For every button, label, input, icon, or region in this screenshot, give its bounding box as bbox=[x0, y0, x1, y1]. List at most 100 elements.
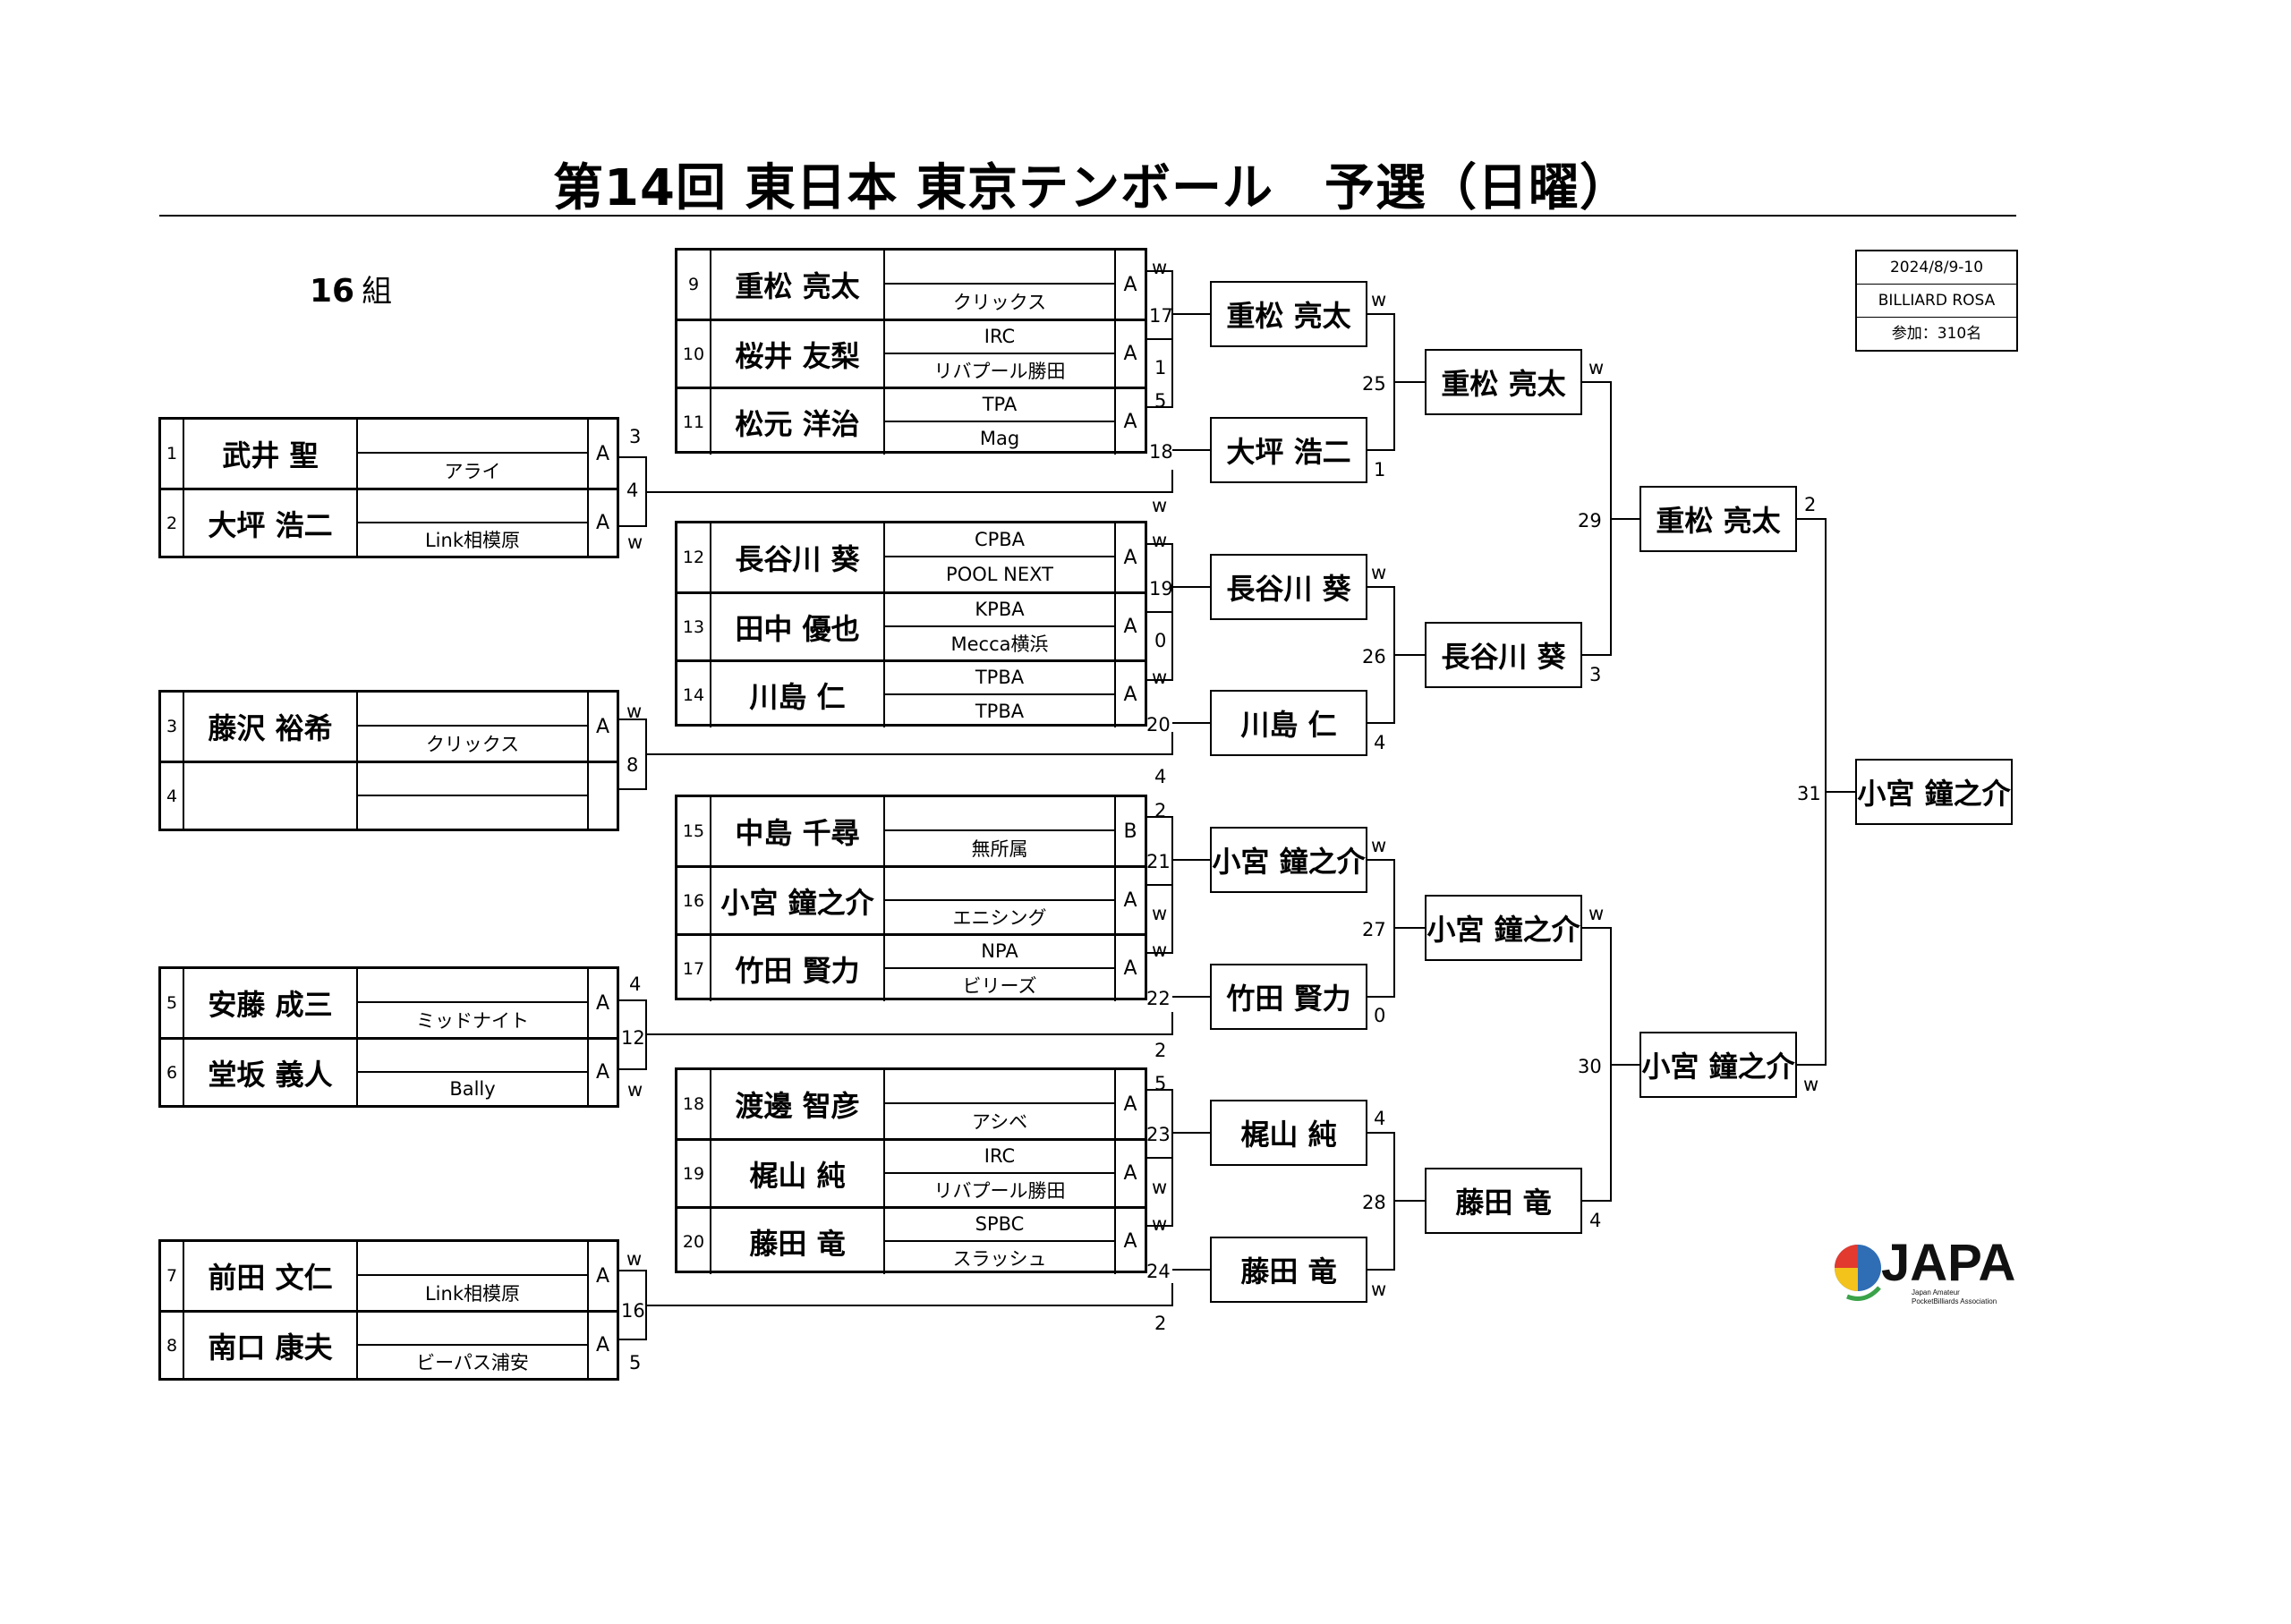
event-info-box: 2024/8/9-10 BILLIARD ROSA 参加：310名 bbox=[1855, 250, 2018, 352]
score: w bbox=[1152, 1213, 1168, 1235]
player-row: 18 渡邊 智彦 アシベ A bbox=[677, 1070, 1145, 1138]
score: w bbox=[1371, 562, 1387, 583]
page-title: 第14回 東日本 東京テンボール 予選（日曜） bbox=[553, 159, 1631, 217]
player-club: リバプール勝田 bbox=[933, 360, 1066, 382]
score: w bbox=[1803, 1074, 1819, 1095]
score: 2 bbox=[1154, 800, 1167, 821]
player-federation bbox=[358, 490, 587, 523]
japa-logo: JAPA Japan Amateur PocketBilliards Assoc… bbox=[1829, 1225, 2044, 1309]
player-federation: IRC bbox=[885, 321, 1114, 354]
score: 1 bbox=[1154, 357, 1167, 378]
player-class: A bbox=[1114, 936, 1145, 1001]
match-number: 17 bbox=[1149, 305, 1173, 327]
player-club: クリックス bbox=[952, 292, 1047, 313]
match-number: 23 bbox=[1146, 1124, 1171, 1145]
player-name: 小宮 鐘之介 bbox=[711, 868, 885, 933]
player-row: 3 藤沢 裕希 クリックス A bbox=[161, 693, 617, 761]
winner-box: 竹田 賢力 bbox=[1210, 964, 1367, 1030]
seed-number: 13 bbox=[677, 594, 711, 659]
match-table-12-14: 12 長谷川 葵 CPBA POOL NEXT A 13 田中 優也 KPBA … bbox=[675, 521, 1147, 727]
winner-box: 小宮 鐘之介 bbox=[1639, 1032, 1797, 1098]
player-club: TPBA bbox=[975, 700, 1025, 722]
seed-number: 6 bbox=[161, 1040, 184, 1105]
match-number: 4 bbox=[626, 480, 639, 501]
player-name: 川島 仁 bbox=[711, 662, 885, 727]
score: w bbox=[1152, 257, 1168, 278]
seed-number: 7 bbox=[161, 1242, 184, 1310]
player-name: 武井 聖 bbox=[184, 420, 358, 488]
player-federation: TPBA bbox=[885, 662, 1114, 695]
player-row: 10 桜井 友梨 IRC リバプール勝田 A bbox=[677, 319, 1145, 387]
title-divider bbox=[159, 215, 2016, 217]
player-federation bbox=[358, 1040, 587, 1073]
match-number: 19 bbox=[1149, 578, 1173, 599]
score: w bbox=[1152, 1177, 1168, 1198]
player-federation bbox=[358, 763, 587, 796]
match-number: 25 bbox=[1362, 373, 1386, 395]
player-name: 重松 亮太 bbox=[711, 251, 885, 319]
seed-number: 4 bbox=[161, 763, 184, 829]
player-club: スラッシュ bbox=[952, 1247, 1047, 1270]
player-row: 19 梶山 純 IRC リバプール勝田 A bbox=[677, 1138, 1145, 1206]
player-class: A bbox=[1114, 662, 1145, 727]
match-number: 22 bbox=[1146, 988, 1171, 1009]
match-number: 27 bbox=[1362, 919, 1386, 940]
player-federation: CPBA bbox=[885, 523, 1114, 557]
match-number: 16 bbox=[621, 1300, 645, 1322]
player-club: リバプール勝田 bbox=[933, 1179, 1066, 1202]
player-club: クリックス bbox=[425, 734, 520, 755]
match-table-18-20: 18 渡邊 智彦 アシベ A 19 梶山 純 IRC リバプール勝田 A 20 … bbox=[675, 1067, 1147, 1274]
winner-box: 藤田 竜 bbox=[1425, 1168, 1582, 1234]
player-federation: SPBC bbox=[885, 1209, 1114, 1242]
score: w bbox=[1152, 940, 1168, 961]
player-name: 前田 文仁 bbox=[184, 1242, 358, 1310]
match-number: 21 bbox=[1146, 851, 1171, 872]
player-name: 田中 優也 bbox=[711, 594, 885, 659]
player-name: 渡邊 智彦 bbox=[711, 1070, 885, 1138]
player-federation: KPBA bbox=[885, 594, 1114, 627]
score: 4 bbox=[1374, 732, 1386, 753]
player-club: Link相模原 bbox=[424, 1283, 520, 1305]
player-club: Mecca横浜 bbox=[950, 633, 1049, 655]
score: 0 bbox=[1374, 1005, 1386, 1026]
score: w bbox=[626, 1248, 643, 1270]
player-club: アライ bbox=[444, 461, 501, 482]
player-name: 南口 康夫 bbox=[184, 1313, 358, 1378]
player-row: 15 中島 千尋 無所属 B bbox=[677, 797, 1145, 865]
player-class: A bbox=[1114, 594, 1145, 659]
score: w bbox=[627, 1079, 643, 1101]
player-row: 8 南口 康夫 ビーパス浦安 A bbox=[161, 1310, 617, 1378]
player-name: 藤沢 裕希 bbox=[184, 693, 358, 761]
match-number: 29 bbox=[1578, 510, 1602, 531]
score: w bbox=[1152, 667, 1168, 688]
event-dates: 2024/8/9-10 bbox=[1857, 251, 2016, 285]
player-name: 長谷川 葵 bbox=[711, 523, 885, 591]
score: w bbox=[1588, 357, 1605, 378]
player-name: 大坪 浩二 bbox=[184, 490, 358, 556]
winner-box: 重松 亮太 bbox=[1210, 281, 1367, 347]
match-number: 26 bbox=[1362, 646, 1386, 667]
seed-number: 17 bbox=[677, 936, 711, 1001]
winner-box: 長谷川 葵 bbox=[1425, 622, 1582, 688]
group-suffix: 組 bbox=[362, 274, 393, 310]
group-number: 16 bbox=[310, 273, 355, 310]
score: w bbox=[626, 701, 643, 722]
seed-number: 8 bbox=[161, 1313, 184, 1378]
player-name: 安藤 成三 bbox=[184, 969, 358, 1037]
player-row: 17 竹田 賢力 NPA ビリーズ A bbox=[677, 933, 1145, 1001]
match-table-5-6: 5 安藤 成三 ミッドナイト A 6 堂坂 義人 Bally A bbox=[158, 966, 619, 1108]
player-class: A bbox=[1114, 1070, 1145, 1138]
score: 5 bbox=[629, 1352, 642, 1373]
player-federation: IRC bbox=[885, 1141, 1114, 1174]
player-name: 竹田 賢力 bbox=[711, 936, 885, 1001]
player-club: ビリーズ bbox=[962, 974, 1037, 997]
player-class: A bbox=[587, 420, 617, 488]
score: w bbox=[1371, 835, 1387, 856]
seed-number: 14 bbox=[677, 662, 711, 727]
player-club: 無所属 bbox=[971, 838, 1028, 860]
player-name: 梶山 純 bbox=[711, 1141, 885, 1206]
player-class: A bbox=[1114, 251, 1145, 319]
player-federation bbox=[358, 1313, 587, 1346]
